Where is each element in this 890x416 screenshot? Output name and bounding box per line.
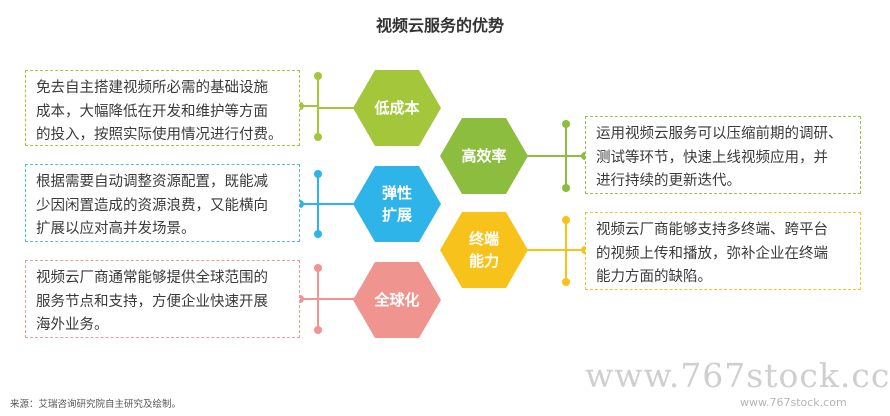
diagram-title: 视频云服务的优势 [375, 16, 504, 35]
text-line: 成本，大幅降低在开发和维护等方面 [36, 103, 268, 120]
text-line: 的投入，按照实际使用情况进行付费。 [36, 127, 283, 143]
text-line: 进行持续的更新迭代。 [596, 173, 741, 189]
hexagon-label: 能力 [468, 252, 499, 270]
watermark-small: www.767stock.com [740, 396, 847, 409]
text-line: 测试等环节，快速上线视频应用，并 [596, 149, 828, 166]
text-line: 根据需要自动调整资源配置，既能减 [36, 174, 268, 190]
text-line: 视频云厂商能够支持多终端、跨平台 [596, 222, 828, 238]
text-line: 海外业务。 [36, 317, 109, 333]
text-line: 少因闲置造成的资源浪费，又能横向 [36, 197, 268, 214]
efficiency-description: 运用视频云服务可以压缩前期的调研、 测试等环节，快速上线视频应用，并 进行持续的… [585, 116, 861, 194]
hexagon-label: 弹性 [381, 184, 412, 202]
text-line: 扩展以应对高并发场景。 [36, 221, 196, 237]
global-description: 视频云厂商通常能够提供全球范围的 服务节点和支持，方便企业快速开展 海外业务。 [25, 260, 300, 338]
hexagon-label: 高效率 [461, 147, 507, 165]
hexagon-label: 全球化 [374, 291, 420, 309]
text-line: 服务节点和支持，方便企业快速开展 [36, 293, 268, 310]
elastic-description: 根据需要自动调整资源配置，既能减 少因闲置造成的资源浪费，又能横向 扩展以应对高… [25, 164, 300, 242]
low-cost-description: 免去自主搭建视频所必需的基础设施 成本，大幅降低在开发和维护等方面 的投入，按照… [25, 70, 300, 146]
hexagon-label: 扩展 [381, 206, 412, 224]
text-line: 的视频上传和播放，弥补企业在终端 [596, 245, 828, 262]
terminal-description: 视频云厂商能够支持多终端、跨平台 的视频上传和播放，弥补企业在终端 能力方面的缺… [585, 212, 861, 290]
text-line: 能力方面的缺陷。 [596, 269, 712, 285]
source-note: 来源：艾瑞咨询研究院自主研究及绘制。 [10, 399, 182, 410]
text-line: 视频云厂商通常能够提供全球范围的 [36, 270, 268, 286]
hexagon-label: 终端 [468, 230, 499, 248]
hexagon-label: 低成本 [374, 99, 420, 117]
text-line: 运用视频云服务可以压缩前期的调研、 [596, 126, 843, 142]
text-line: 免去自主搭建视频所必需的基础设施 [36, 80, 268, 96]
watermark-large: www.767stock.cc [585, 356, 890, 395]
